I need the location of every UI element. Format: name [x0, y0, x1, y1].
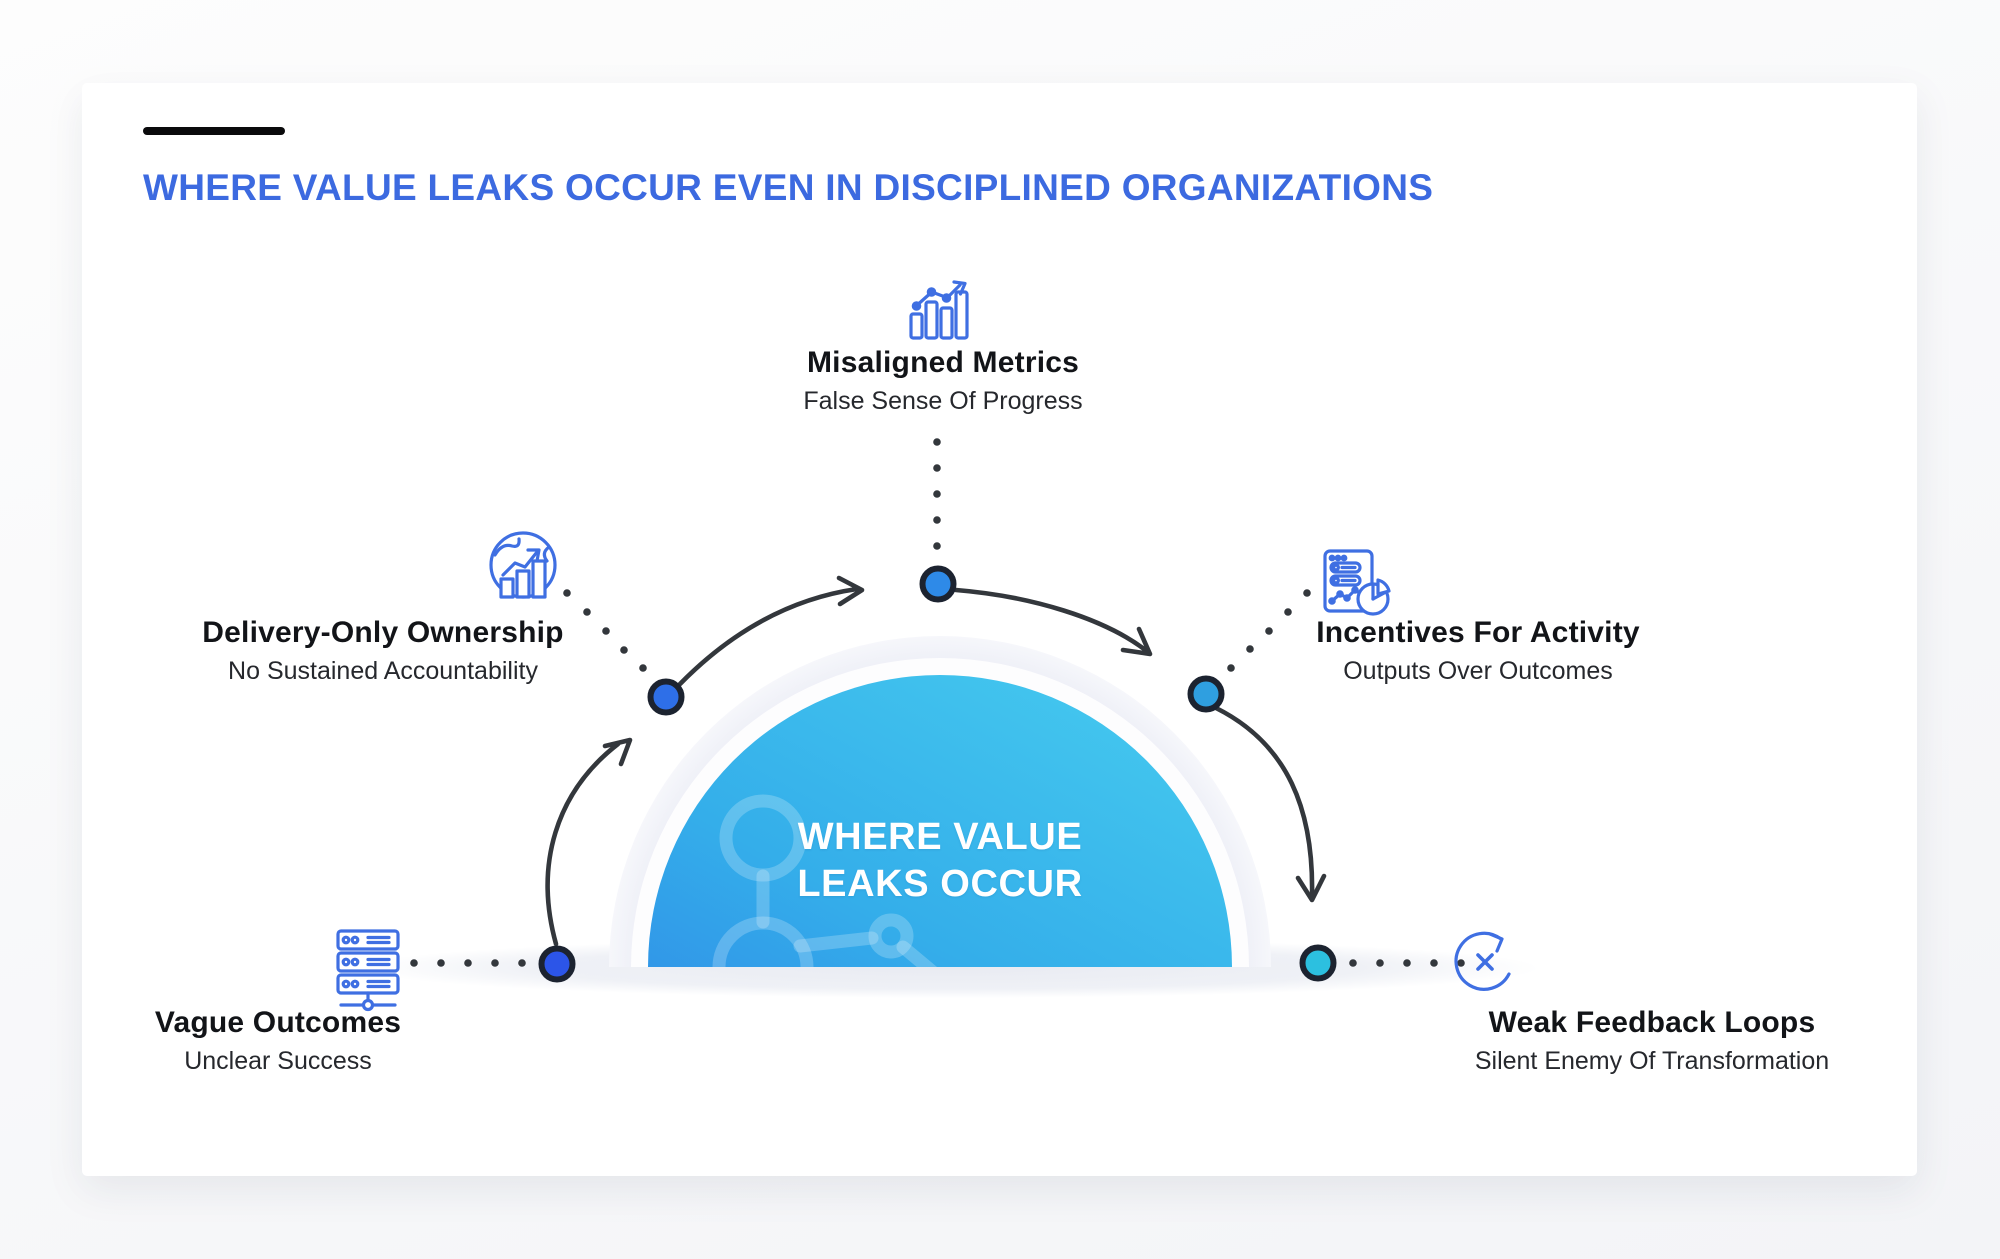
globe-growth-icon [489, 531, 557, 599]
dots-delivery [563, 589, 647, 672]
node-subtitle: Silent Enemy Of Transformation [1474, 1047, 1830, 1075]
node-title: Weak Feedback Loops [1488, 1006, 1816, 1039]
node-dot-misaligned [919, 565, 957, 603]
center-dome [609, 636, 1271, 967]
arc-delivery-to-misaligned [677, 586, 860, 687]
dome-caption-line2: LEAKS OCCUR [797, 863, 1083, 905]
node-dot-incentives [1187, 675, 1225, 713]
dotted-connectors [410, 438, 1465, 967]
dots-weak [1349, 959, 1465, 967]
arrowhead-1 [602, 737, 633, 767]
label-vague-outcomes: Vague Outcomes Unclear Success [155, 1006, 401, 1076]
network-watermark-icon [712, 794, 959, 967]
arc-misaligned-to-incentives [953, 587, 1151, 655]
node-subtitle: Unclear Success [184, 1047, 372, 1075]
node-title: Delivery-Only Ownership [202, 616, 564, 649]
node-subtitle: Outputs Over Outcomes [1343, 657, 1613, 685]
arrowhead-3 [1120, 626, 1153, 657]
node-dot-delivery [647, 678, 685, 716]
bar-chart-trend-icon [909, 280, 969, 340]
dots-vague [410, 959, 526, 967]
node-dot-vague [538, 945, 576, 983]
dome-caption: WHERE VALUE LEAKS OCCUR [797, 814, 1082, 908]
page-title: WHERE VALUE LEAKS OCCUR EVEN IN DISCIPLI… [143, 167, 1434, 208]
label-incentives-for-activity: Incentives For Activity Outputs Over Out… [1316, 616, 1640, 686]
loop-x-icon [1454, 931, 1511, 991]
label-delivery-only-ownership: Delivery-Only Ownership No Sustained Acc… [202, 616, 563, 686]
node-markers [538, 565, 1337, 983]
accent-dash [143, 127, 285, 135]
node-title: Misaligned Metrics [806, 346, 1080, 379]
arc-incentives-to-weak [1213, 705, 1315, 900]
node-subtitle: False Sense Of Progress [803, 387, 1083, 415]
dots-incentives [1227, 589, 1311, 672]
label-weak-feedback-loops: Weak Feedback Loops Silent Enemy Of Tran… [1475, 1006, 1829, 1076]
node-dot-weak [1299, 944, 1337, 982]
arrowhead-2 [836, 575, 865, 607]
server-network-icon [336, 929, 400, 1012]
node-title: Vague Outcomes [154, 1006, 402, 1039]
flow-arcs [545, 575, 1327, 947]
dots-misaligned [933, 438, 941, 550]
arrowhead-4 [1295, 873, 1327, 903]
node-subtitle: No Sustained Accountability [228, 657, 538, 685]
label-misaligned-metrics: Misaligned Metrics False Sense Of Progre… [803, 346, 1082, 416]
arc-vague-to-delivery [545, 741, 621, 947]
report-pie-icon [1323, 549, 1391, 616]
dome-caption-line1: WHERE VALUE [797, 816, 1083, 858]
node-title: Incentives For Activity [1316, 616, 1640, 649]
